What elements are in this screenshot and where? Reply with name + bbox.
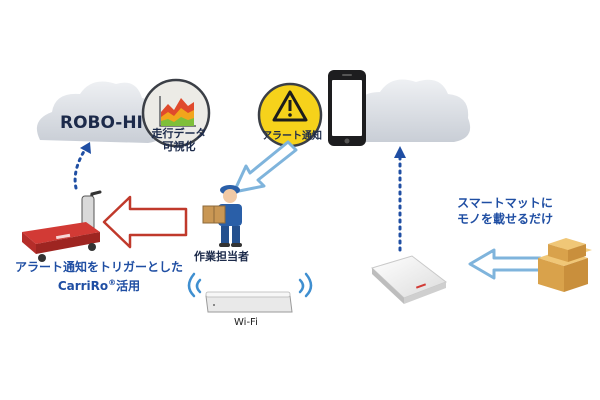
visualization-caption-line2: 可視化 bbox=[162, 140, 196, 153]
smartphone-icon bbox=[328, 70, 366, 146]
cloud-service-label: ROBO-HI bbox=[60, 113, 143, 133]
wifi-caption: Wi-Fi bbox=[234, 317, 258, 328]
warning-icon bbox=[257, 82, 323, 148]
wifi-signal-icon bbox=[187, 272, 313, 298]
smart-mat-caption-line2: モノを載せるだけ bbox=[456, 212, 553, 226]
visualization-caption: 走行データ 可視化 bbox=[150, 127, 208, 153]
cardboard-boxes-icon bbox=[538, 238, 592, 292]
arrow-worker-to-cart bbox=[102, 195, 188, 249]
visualization-caption-line1: 走行データ bbox=[151, 127, 207, 140]
cloud-right-icon bbox=[343, 79, 471, 142]
dotted-arrow-mat-to-cloud bbox=[394, 146, 406, 252]
carriro-caption: アラート通知をトリガーとした CarriRo®活用 bbox=[10, 259, 188, 294]
carriro-caption-suffix: 活用 bbox=[116, 279, 141, 293]
worker-icon bbox=[202, 185, 242, 247]
wifi-router-icon bbox=[205, 291, 293, 313]
dotted-arrow-cart-to-cloud bbox=[73, 142, 91, 190]
arrow-boxes-to-mat bbox=[468, 248, 542, 280]
area-chart-icon bbox=[141, 78, 211, 148]
smart-mat-icon bbox=[371, 255, 448, 304]
alert-caption: アラート通知 bbox=[262, 131, 322, 142]
worker-caption: 作業担当者 bbox=[194, 250, 249, 263]
carriro-caption-line2: CarriRo®活用 bbox=[10, 275, 188, 294]
carriro-product-name: CarriRo bbox=[57, 279, 109, 293]
cart-robot-icon bbox=[22, 190, 102, 262]
arrow-alert-to-worker bbox=[232, 140, 298, 194]
cloud-left-icon bbox=[36, 81, 164, 143]
smart-mat-caption: スマートマットに モノを載せるだけ bbox=[446, 195, 564, 227]
carriro-caption-line1: アラート通知をトリガーとした bbox=[14, 260, 183, 274]
registered-mark: ® bbox=[108, 278, 117, 287]
smart-mat-caption-line1: スマートマットに bbox=[457, 196, 553, 210]
